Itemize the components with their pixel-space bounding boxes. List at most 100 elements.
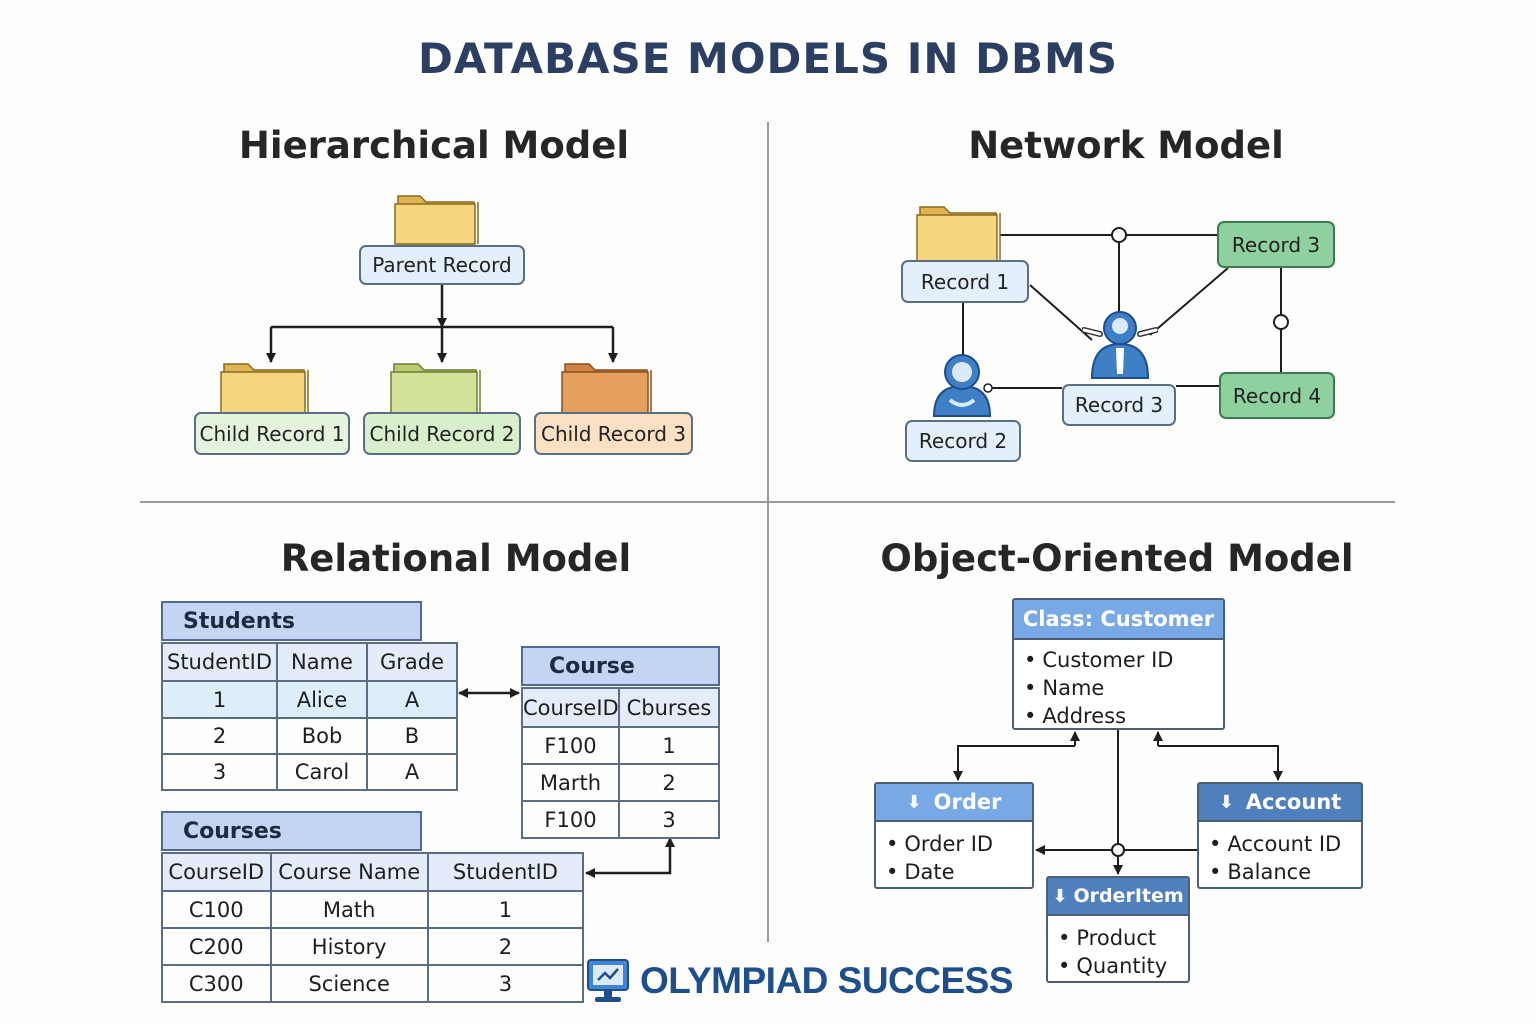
table-row: F100 3 xyxy=(521,800,720,839)
orderitem-class-title: OrderItem xyxy=(1073,885,1184,907)
list-item: Customer ID xyxy=(1024,646,1223,674)
object-oriented-model-title: Object-Oriented Model xyxy=(880,537,1354,580)
table-cell: 2 xyxy=(161,717,278,755)
table-row: 1 Alice A xyxy=(161,680,458,719)
child-record-3: Child Record 3 xyxy=(534,412,693,455)
students-header-name: Name xyxy=(276,642,368,682)
courses-header-studentid: StudentID xyxy=(426,852,585,892)
table-cell: Science xyxy=(269,964,429,1003)
list-item: Balance xyxy=(1209,858,1361,886)
relational-connectors xyxy=(458,688,675,878)
list-item: Order ID xyxy=(886,830,1032,858)
record-3-top: Record 3 xyxy=(1217,221,1335,268)
network-model-title: Network Model xyxy=(968,124,1284,167)
object-junction xyxy=(1111,843,1125,857)
students-table-caption: Students xyxy=(161,601,422,641)
order-class-box: ⬇ Order Order ID Date xyxy=(874,782,1034,889)
list-item: Account ID xyxy=(1209,830,1361,858)
record-3-center: Record 3 xyxy=(1062,384,1176,426)
download-icon: ⬇ xyxy=(1218,791,1234,813)
person-icon xyxy=(932,354,993,417)
courses-table-caption: Courses xyxy=(161,811,422,851)
list-item: Date xyxy=(886,858,1032,886)
horizontal-divider xyxy=(140,501,1395,503)
table-cell: 2 xyxy=(618,763,720,802)
course-header-courseid: CourseID xyxy=(521,687,620,728)
download-icon: ⬇ xyxy=(1052,885,1068,907)
folder-icon xyxy=(220,363,309,415)
order-attribute-list: Order ID Date xyxy=(876,822,1032,886)
courses-header-course-name: Course Name xyxy=(269,852,429,892)
account-class-title: Account xyxy=(1245,790,1342,814)
network-junctions xyxy=(1111,227,1289,330)
table-cell: B xyxy=(366,717,458,755)
table-cell: A xyxy=(366,753,458,791)
table-cell: 2 xyxy=(426,927,585,966)
folder-icon xyxy=(916,206,1001,262)
table-cell: 1 xyxy=(426,890,585,929)
relational-model-title: Relational Model xyxy=(280,537,632,580)
customer-class-header: Class: Customer xyxy=(1014,600,1223,640)
record-2: Record 2 xyxy=(905,420,1021,462)
table-cell: A xyxy=(366,680,458,719)
table-cell: Math xyxy=(269,890,429,929)
person-icon xyxy=(1082,311,1158,379)
page-title: DATABASE MODELS IN DBMS xyxy=(417,34,1119,83)
orderitem-attribute-list: Product Quantity xyxy=(1048,916,1188,980)
monitor-icon xyxy=(587,959,629,1002)
course-table: CourseID Cburses F100 1 Marth 2 F100 3 xyxy=(521,687,720,839)
vertical-divider xyxy=(767,122,769,942)
table-cell: 1 xyxy=(618,726,720,765)
table-cell: C200 xyxy=(161,927,272,966)
table-cell: C100 xyxy=(161,890,272,929)
record-1: Record 1 xyxy=(901,260,1029,303)
table-row: F100 1 xyxy=(521,726,720,765)
table-cell: Carol xyxy=(276,753,368,791)
customer-class-box: Class: Customer Customer ID Name Address xyxy=(1012,598,1225,730)
list-item: Product xyxy=(1058,924,1188,952)
students-table: StudentID Name Grade 1 Alice A 2 Bob B 3… xyxy=(161,642,458,791)
child-record-2: Child Record 2 xyxy=(363,412,521,455)
folder-icon xyxy=(561,363,652,415)
table-row: Marth 2 xyxy=(521,763,720,802)
list-item: Quantity xyxy=(1058,952,1188,980)
folder-icon xyxy=(390,363,481,415)
folder-icon xyxy=(394,195,479,245)
table-row: C100 Math 1 xyxy=(161,890,585,929)
brand-name: OLYMPIAD SUCCESS xyxy=(640,960,1014,1001)
table-cell: Alice xyxy=(276,680,368,719)
students-header-grade: Grade xyxy=(366,642,458,682)
table-cell: 3 xyxy=(618,800,720,839)
account-class-box: ⬇ Account Account ID Balance xyxy=(1197,782,1363,889)
parent-record: Parent Record xyxy=(359,245,525,285)
table-cell: 3 xyxy=(426,964,585,1003)
hierarchical-model-title: Hierarchical Model xyxy=(238,124,630,167)
students-header-studentid: StudentID xyxy=(161,642,278,682)
network-connectors xyxy=(962,234,1282,389)
course-header-courses: Cburses xyxy=(618,687,720,728)
account-attribute-list: Account ID Balance xyxy=(1199,822,1361,886)
table-row: C200 History 2 xyxy=(161,927,585,966)
table-cell: F100 xyxy=(521,800,620,839)
table-cell: C300 xyxy=(161,964,272,1003)
table-cell: History xyxy=(269,927,429,966)
brand-logo: OLYMPIAD SUCCESS xyxy=(586,956,1014,1006)
hierarchy-connectors xyxy=(266,283,618,363)
table-row: 3 Carol A xyxy=(161,753,458,791)
record-4: Record 4 xyxy=(1219,372,1335,419)
customer-attribute-list: Customer ID Name Address xyxy=(1014,640,1223,730)
order-class-title: Order xyxy=(933,790,1002,814)
table-row: 2 Bob B xyxy=(161,717,458,755)
orderitem-class-box: ⬇ OrderItem Product Quantity xyxy=(1046,876,1190,983)
courses-table: CourseID Course Name StudentID C100 Math… xyxy=(161,852,585,1003)
table-cell: F100 xyxy=(521,726,620,765)
order-class-header: ⬇ Order xyxy=(876,784,1032,822)
table-cell: Marth xyxy=(521,763,620,802)
table-cell: 1 xyxy=(161,680,278,719)
account-class-header: ⬇ Account xyxy=(1199,784,1361,822)
table-cell: Bob xyxy=(276,717,368,755)
child-record-1: Child Record 1 xyxy=(194,412,350,455)
orderitem-class-header: ⬇ OrderItem xyxy=(1048,878,1188,916)
table-cell: 3 xyxy=(161,753,278,791)
